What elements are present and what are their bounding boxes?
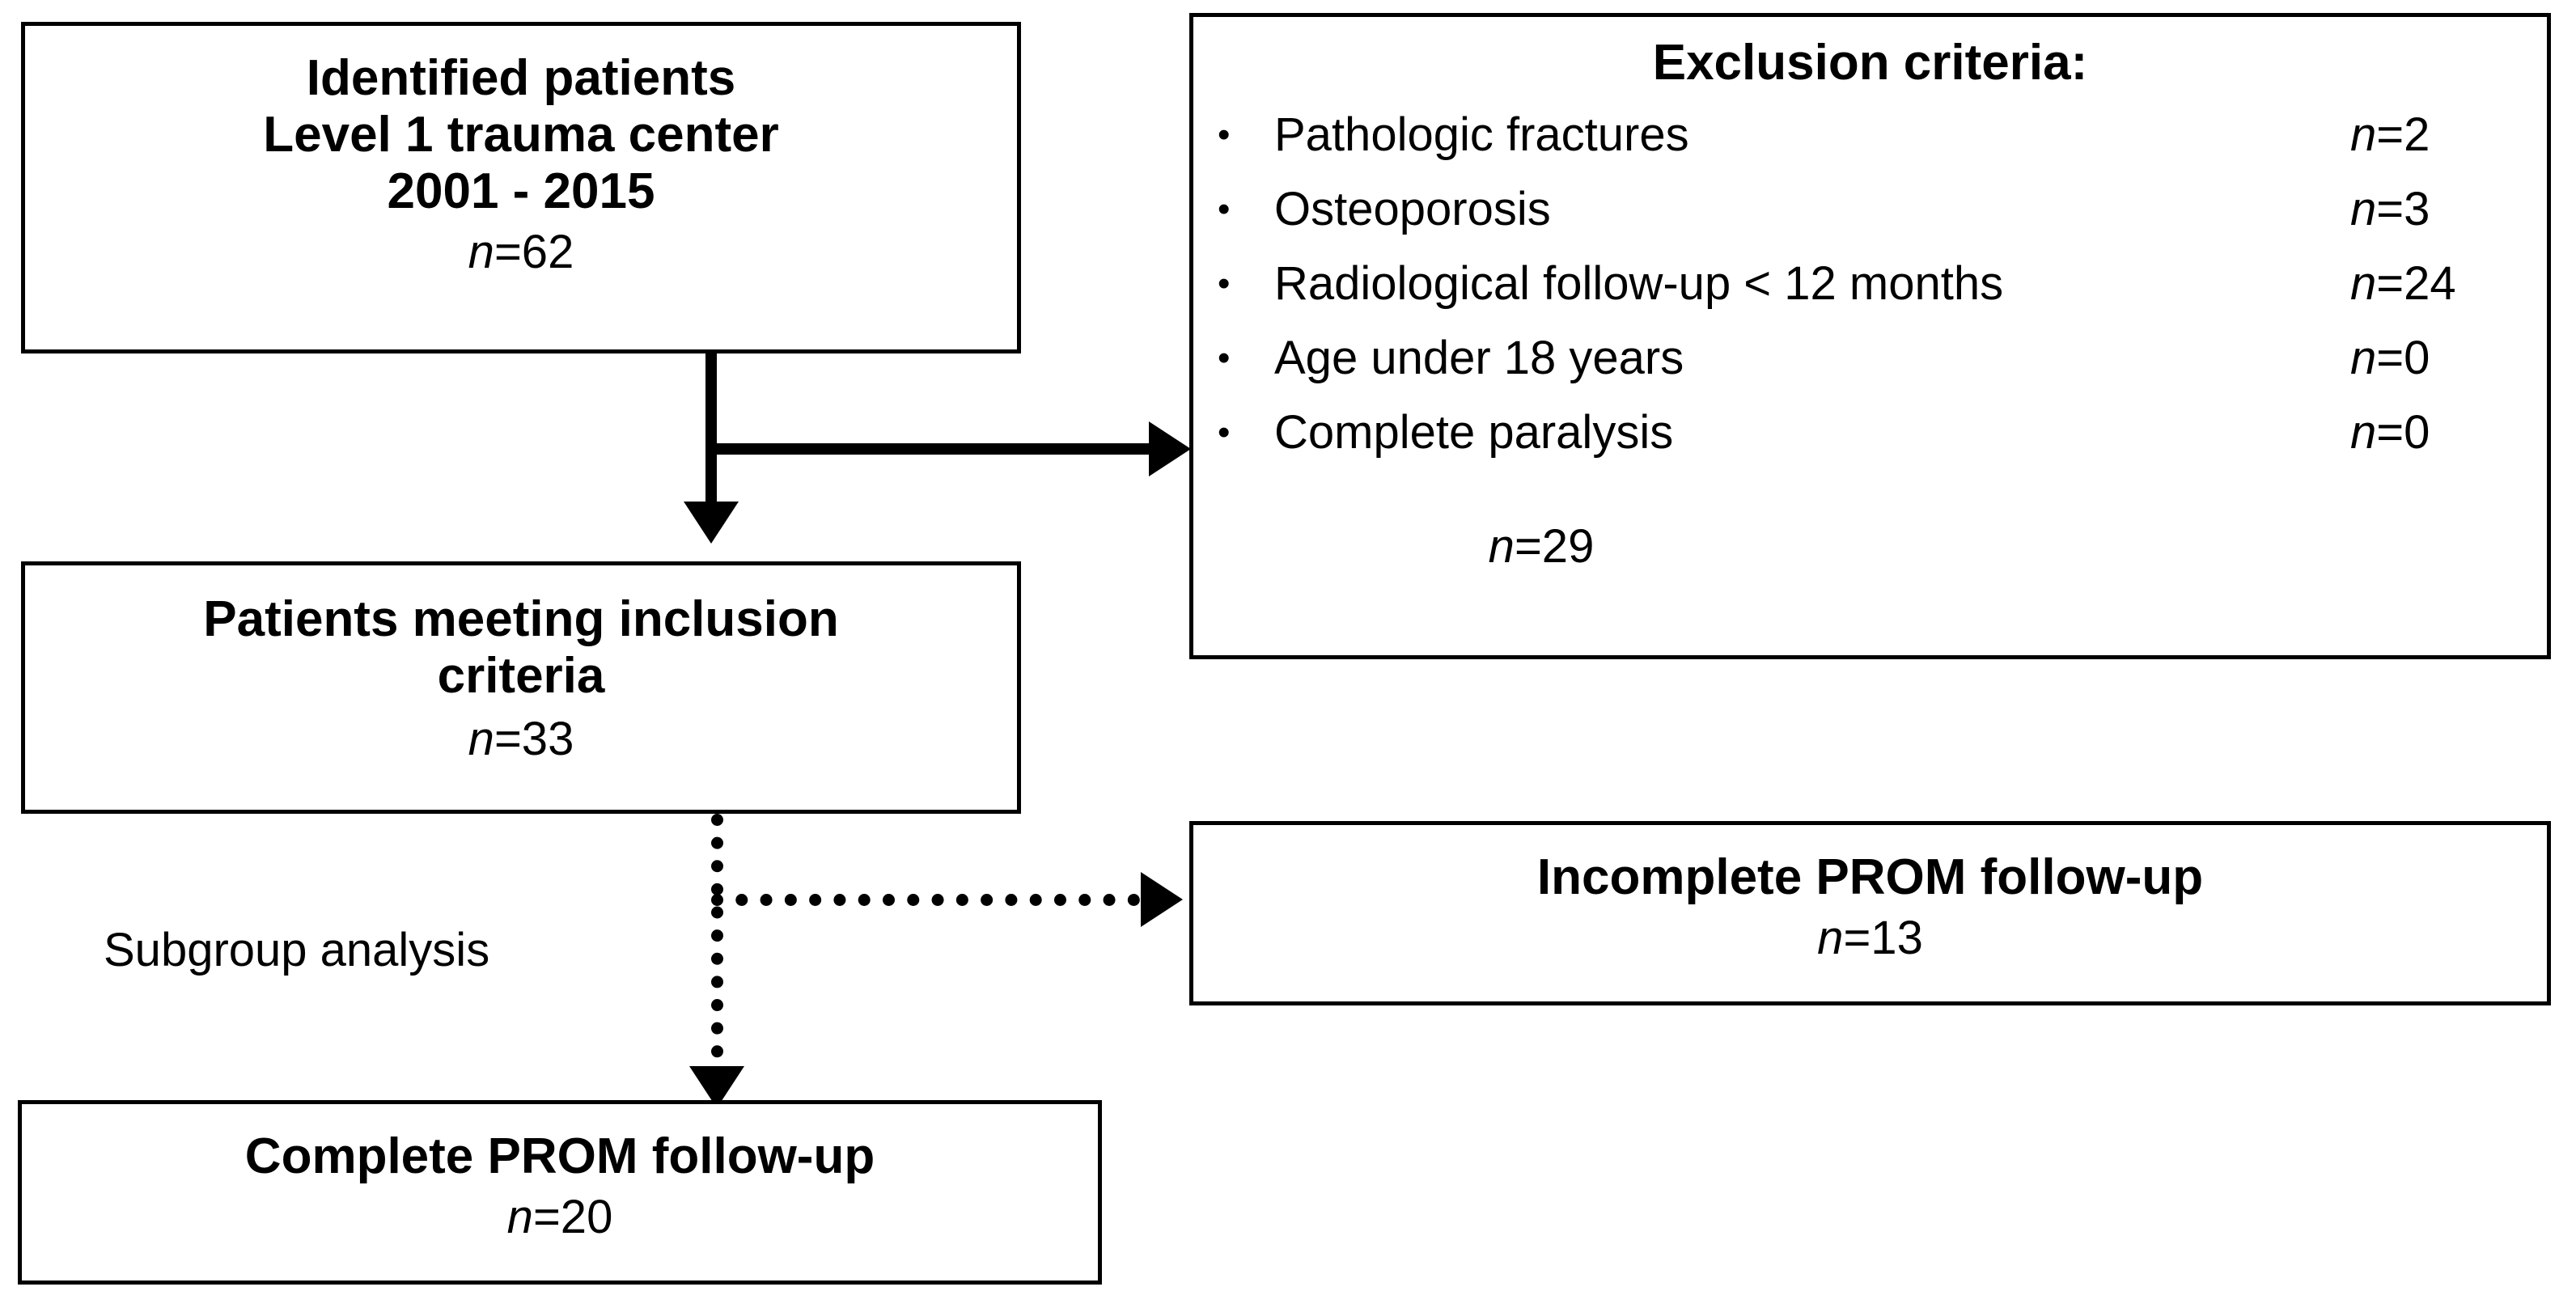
inclusion-line-1: Patients meeting inclusion — [203, 591, 839, 647]
identified-line-2: Level 1 trauma center — [263, 107, 779, 163]
identified-line-1: Identified patients — [306, 50, 736, 106]
exclusion-item: • Pathologic fractures n=2 — [1193, 98, 2547, 172]
exclusion-n-value: =24 — [2376, 257, 2456, 310]
inclusion-n-count: n=33 — [25, 711, 1017, 768]
exclusion-n-value: =2 — [2376, 108, 2430, 161]
complete-prom-line-1: Complete PROM follow-up — [244, 1128, 875, 1184]
exclusion-title: Exclusion criteria: — [1652, 35, 2088, 91]
exclusion-item: • Radiological follow-up < 12 months n=2… — [1193, 247, 2547, 321]
box-complete-prom: Complete PROM follow-up n=20 — [18, 1100, 1102, 1285]
connector-vertical-solid — [705, 353, 717, 502]
bullet-icon: • — [1218, 115, 1231, 155]
complete-prom-n-count: n=20 — [22, 1189, 1098, 1246]
connector-horizontal-dotted — [711, 894, 1140, 906]
exclusion-item-label: Complete paralysis — [1274, 406, 1674, 459]
inclusion-n-prefix: n — [468, 713, 494, 765]
exclusion-n-value: =0 — [2376, 406, 2430, 459]
identified-n-value: =62 — [494, 226, 574, 278]
exclusion-list: • Pathologic fractures n=2 • Osteoporosi… — [1193, 98, 2547, 470]
box-inclusion-criteria: Patients meeting inclusion criteria n=33 — [21, 561, 1021, 814]
arrowhead-to-inclusion — [684, 502, 739, 544]
exclusion-n-prefix: n — [2350, 108, 2377, 161]
complete-prom-n-value: =20 — [532, 1191, 613, 1243]
exclusion-item-n: n=0 — [2350, 396, 2430, 470]
incomplete-prom-n-prefix: n — [1817, 912, 1844, 964]
connector-horizontal-solid — [705, 443, 1163, 455]
connector-vertical-dotted — [711, 814, 723, 1081]
incomplete-prom-n-value: =13 — [1843, 912, 1923, 964]
bullet-icon: • — [1218, 189, 1231, 229]
exclusion-n-prefix: n — [2350, 257, 2377, 310]
subgroup-analysis-label: Subgroup analysis — [104, 924, 490, 976]
box-identified-patients: Identified patients Level 1 trauma cente… — [21, 22, 1021, 353]
exclusion-item: • Osteoporosis n=3 — [1193, 172, 2547, 247]
exclusion-n-prefix: n — [2350, 406, 2377, 459]
exclusion-total-n: n=29 — [1193, 519, 1889, 575]
exclusion-total-prefix: n — [1488, 520, 1515, 573]
box-exclusion-criteria: Exclusion criteria: • Pathologic fractur… — [1189, 13, 2551, 659]
exclusion-total-value: =29 — [1514, 520, 1595, 573]
identified-n-prefix: n — [468, 226, 494, 278]
exclusion-item-label: Osteoporosis — [1274, 183, 1551, 235]
exclusion-item: • Complete paralysis n=0 — [1193, 396, 2547, 470]
exclusion-item-label: Age under 18 years — [1274, 332, 1684, 384]
inclusion-line-2: criteria — [437, 648, 605, 704]
complete-prom-n-prefix: n — [506, 1191, 533, 1243]
exclusion-item-n: n=3 — [2350, 172, 2430, 247]
exclusion-n-prefix: n — [2350, 332, 2377, 384]
exclusion-item-n: n=2 — [2350, 98, 2430, 172]
exclusion-item: • Age under 18 years n=0 — [1193, 321, 2547, 396]
bullet-icon: • — [1218, 413, 1231, 452]
exclusion-item-label: Pathologic fractures — [1274, 108, 1689, 161]
exclusion-n-prefix: n — [2350, 183, 2377, 235]
bullet-icon: • — [1218, 338, 1231, 378]
arrowhead-to-exclusion — [1149, 421, 1191, 476]
exclusion-item-label: Radiological follow-up < 12 months — [1274, 257, 2004, 310]
identified-line-3: 2001 - 2015 — [387, 163, 655, 219]
exclusion-item-n: n=24 — [2350, 247, 2456, 321]
identified-n-count: n=62 — [25, 224, 1017, 281]
exclusion-n-value: =0 — [2376, 332, 2430, 384]
incomplete-prom-line-1: Incomplete PROM follow-up — [1536, 849, 2204, 905]
box-incomplete-prom: Incomplete PROM follow-up n=13 — [1189, 821, 2551, 1005]
arrowhead-to-incomplete-prom — [1141, 872, 1183, 927]
bullet-icon: • — [1218, 264, 1231, 303]
inclusion-n-value: =33 — [494, 713, 574, 765]
exclusion-n-value: =3 — [2376, 183, 2430, 235]
exclusion-item-n: n=0 — [2350, 321, 2430, 396]
incomplete-prom-n-count: n=13 — [1193, 910, 2547, 967]
